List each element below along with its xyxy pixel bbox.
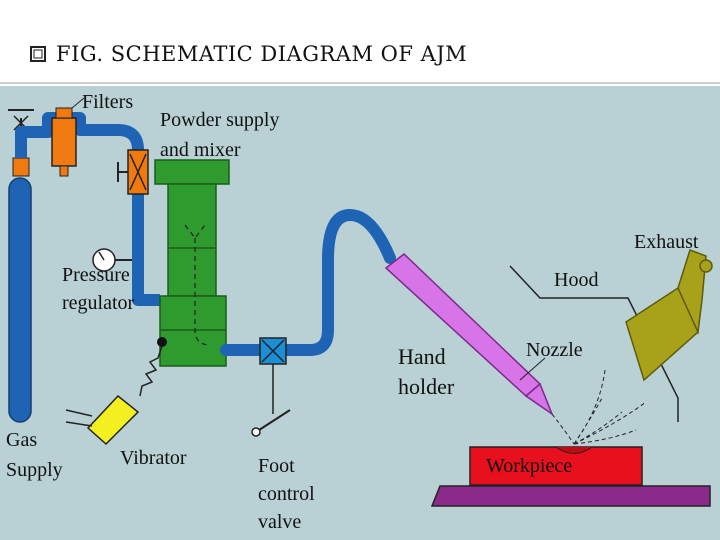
mixer-lower-body [159,295,227,367]
label-filters: Filters [82,91,133,113]
title-divider [0,82,720,84]
label-valve: valve [258,511,301,533]
mixer-top-cap [154,159,230,185]
label-vibrator: Vibrator [120,447,187,469]
filter-drain [59,165,69,177]
label-supply: Supply [6,459,63,481]
slide-title: FIG. SCHEMATIC DIAGRAM OF AJM [56,42,468,66]
nozzle-label-leader [519,357,546,381]
vibrator-mount-a [65,409,93,417]
filter-label-leader [71,97,85,109]
cylinder-valve [12,157,30,177]
diagram-canvas: Filters Powder supply and mixer Pressure… [6,91,713,533]
filter-body [51,117,77,167]
gas-cylinder [8,177,32,423]
pressure-gauge-needle [98,251,105,261]
hood-outline [509,265,679,422]
label-nozzle: Nozzle [526,339,583,361]
foot-valve-cross-b [261,339,285,363]
filter-cap [55,107,73,119]
label-powder-supply: Powder supply [160,109,279,131]
workpiece-cut [555,446,593,454]
abrasive-hose [220,208,396,356]
title-bar: FIG. SCHEMATIC DIAGRAM OF AJM [30,38,467,70]
label-hand: Hand [398,344,446,369]
label-hood: Hood [554,269,598,291]
label-regulator: regulator [62,292,135,314]
vibrator-contact [157,337,167,347]
label-exhaust: Exhaust [634,231,699,253]
abrasive-jet [551,369,647,445]
vibrator-spring [139,345,163,397]
cylinder-valve-cross-b [13,115,29,131]
mixer-upper-body [167,183,217,297]
checkbox-bullet-icon [30,46,46,62]
label-gas: Gas [6,429,37,451]
vibrator-body [86,394,140,446]
mixer-feed-dashed [184,224,211,346]
label-workpiece: Workpiece [486,455,572,477]
label-control: control [258,483,315,505]
nozzle-tip [524,382,554,417]
foot-pedal [255,409,291,433]
foot-pedal-pivot [251,427,261,437]
exhaust-duct [677,249,707,335]
exhaust-cap [699,259,713,273]
ajm-schematic-diagram: Filters Powder supply and mixer Pressure… [0,86,720,540]
label-and-mixer: and mixer [160,139,241,161]
label-pressure: Pressure [62,264,130,286]
powder-valve-cross-b [129,153,147,191]
workpiece-block [469,446,643,486]
work-table [430,485,711,507]
label-foot: Foot [258,455,295,477]
label-holder: holder [398,374,455,399]
vibrator-mount-b [65,421,93,427]
